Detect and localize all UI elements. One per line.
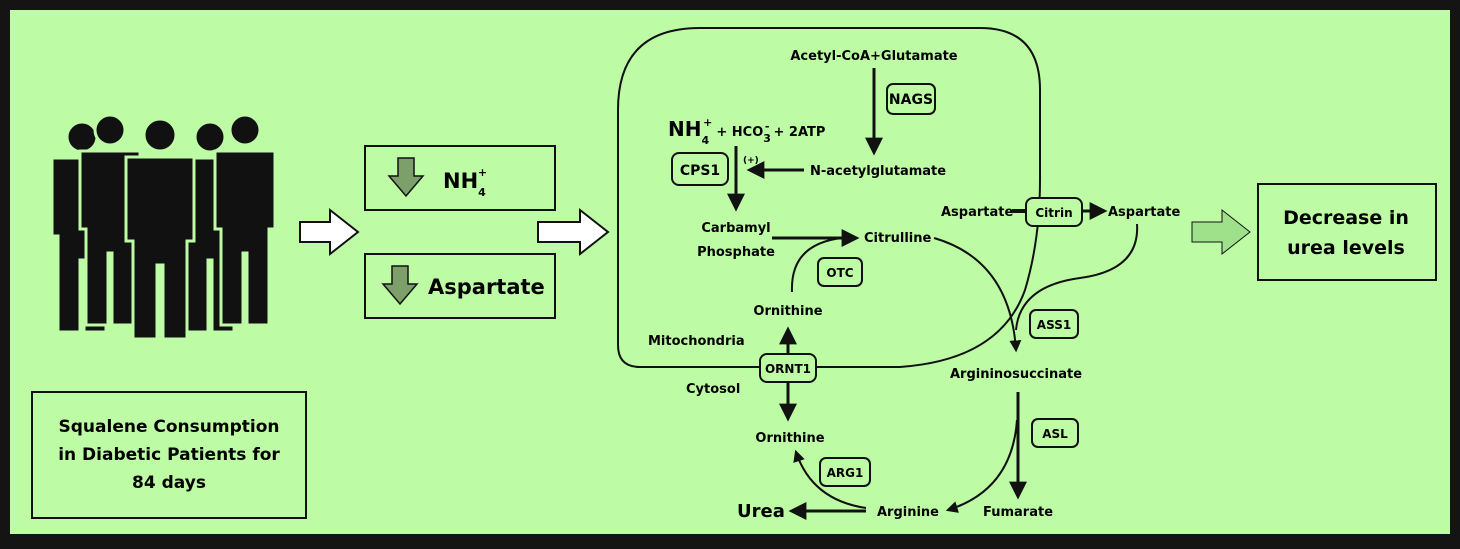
aspartate-effect-label: Aspartate — [428, 275, 545, 299]
right-arrow-icon — [537, 207, 610, 257]
right-arrow-icon — [299, 207, 360, 257]
carbamyl-phosphate-line-2: Phosphate — [697, 245, 775, 260]
activation-sign: (+) — [743, 156, 759, 166]
ass1-enzyme-label: ASS1 — [1037, 318, 1071, 332]
outcome-box — [1257, 183, 1437, 281]
study-line-1: Squalene Consumption — [59, 417, 280, 437]
substrates-label: NH4++ HCO3-+ 2ATP — [668, 116, 825, 147]
ornithine-cytosolic: Ornithine — [755, 431, 824, 446]
down-arrow-icon — [381, 265, 419, 306]
argininosuccinate: Argininosuccinate — [950, 367, 1082, 382]
ornithine-mitochondrial: Ornithine — [753, 304, 822, 319]
carbamyl-phosphate-line-1: Carbamyl — [701, 221, 770, 236]
outcome-line-2: urea levels — [1287, 237, 1405, 259]
arg1-to-ornithine-curve — [793, 449, 867, 509]
nh4-effect-box — [364, 145, 556, 211]
nh4-effect-label: NH4+ — [443, 166, 487, 199]
cps1-enzyme-box — [671, 152, 729, 186]
aspartate-effect-box — [364, 253, 556, 319]
mitochondria-label: Mitochondria — [648, 334, 745, 349]
acetyl-coa-glutamate: Acetyl-CoA+Glutamate — [790, 49, 957, 64]
arg1-enzyme-box — [819, 457, 871, 487]
study-box — [31, 391, 307, 519]
nags-enzyme-box — [886, 83, 936, 115]
aspartate-to-argininosuccinate — [1015, 223, 1139, 331]
arginine: Arginine — [877, 505, 939, 520]
otc-enzyme-label: OTC — [826, 266, 853, 280]
citrulline-to-argininosuccinate — [933, 237, 1022, 353]
n-acetylglutamate: N-acetylglutamate — [810, 164, 946, 179]
asl-to-arginine-curve — [945, 419, 1018, 513]
ornt1-transporter-box — [759, 353, 817, 383]
outcome-line-1: Decrease in — [1283, 207, 1409, 229]
citrulline: Citrulline — [864, 231, 932, 246]
ass1-enzyme-box — [1029, 309, 1079, 339]
people-icon — [50, 113, 277, 341]
aspartate-cytosolic: Aspartate — [1108, 205, 1180, 220]
aspartate-mitochondrial: Aspartate — [941, 205, 1013, 220]
ornithine-to-otc-curve — [790, 237, 843, 293]
study-line-3: 84 days — [132, 473, 206, 493]
nags-enzyme-label: NAGS — [889, 92, 933, 108]
mitochondria-membrane — [617, 27, 1041, 368]
citrin-transporter-label: Citrin — [1035, 206, 1072, 220]
arg1-enzyme-label: ARG1 — [827, 466, 864, 480]
urea: Urea — [737, 501, 785, 522]
right-arrow-icon — [1191, 208, 1251, 256]
ornt1-transporter-label: ORNT1 — [765, 362, 811, 376]
fumarate: Fumarate — [983, 505, 1053, 520]
cytosol-label: Cytosol — [686, 382, 740, 397]
asl-enzyme-box — [1031, 418, 1079, 448]
down-arrow-icon — [387, 157, 425, 198]
cps1-enzyme-label: CPS1 — [680, 163, 720, 179]
study-line-2: in Diabetic Patients for — [58, 445, 280, 465]
otc-enzyme-box — [817, 257, 863, 287]
asl-enzyme-label: ASL — [1042, 427, 1068, 441]
